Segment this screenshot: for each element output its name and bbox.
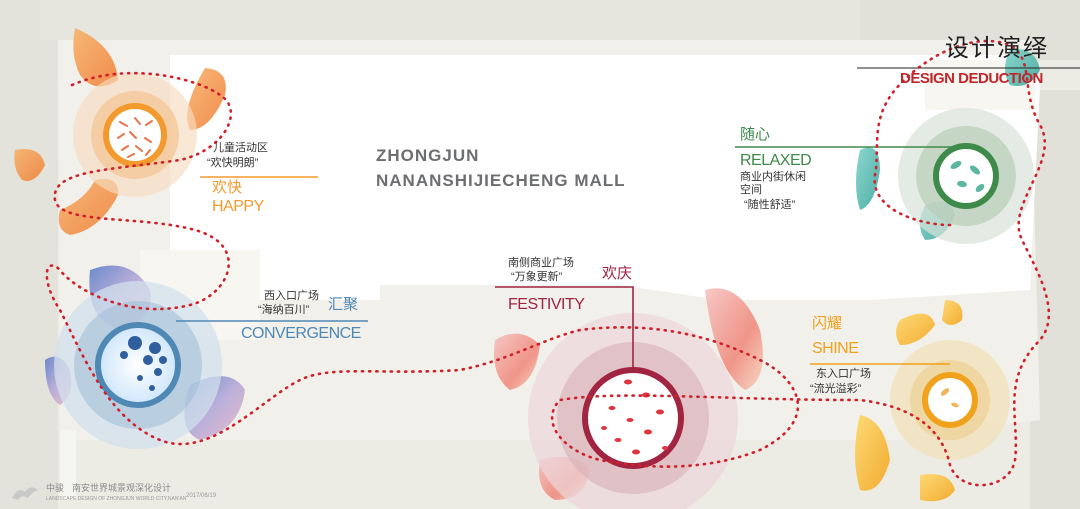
- convergence-blots: [120, 336, 167, 391]
- convergence-name-en: CONVERGENCE: [241, 325, 361, 342]
- footer-date: 2017/06/19: [186, 493, 217, 499]
- label-connectors: [176, 67, 1080, 370]
- design-route-dotted-path: [45, 39, 1051, 487]
- happy-name-cn: 欢快: [212, 179, 243, 196]
- mall-name-line-1: ZHONGJUN: [376, 146, 480, 165]
- relaxed-desc-line-2: 空间: [740, 184, 762, 196]
- festivity-petals: [601, 379, 668, 455]
- footer-project-en: LANDSCAPE DESIGN OF ZHONGJUN WORLD CITY,…: [46, 496, 187, 502]
- shine-glints: [940, 388, 959, 408]
- festivity-desc-line-2: “万象更新”: [511, 271, 563, 283]
- relaxed-desc-line-1: 商业内街休闲: [740, 171, 806, 183]
- mall-building: [170, 55, 1040, 300]
- festivity-name-cn: 欢庆: [602, 265, 633, 282]
- convergence-desc-line-1: 西入口广场: [264, 290, 319, 302]
- relaxed-name-cn: 随心: [740, 126, 771, 143]
- happy-desc-line-1: 儿童活动区: [213, 142, 268, 154]
- convergence-node: [54, 281, 222, 449]
- shine-name-en: SHINE: [812, 340, 859, 357]
- convergence-desc-line-2: “海纳百川”: [258, 304, 310, 316]
- footer-project: 南安世界城景观深化设计: [72, 483, 172, 493]
- convergence-name-cn: 汇聚: [328, 296, 359, 313]
- page-title-en: DESIGN DEDUCTION: [900, 70, 1043, 87]
- happy-sprinkles: [117, 117, 153, 158]
- festivity-desc-line-1: 南侧商业广场: [508, 257, 574, 269]
- shine-desc-line-1: 东入口广场: [816, 368, 871, 380]
- happy-desc-line-2: “欢快明朗”: [207, 157, 259, 169]
- relaxed-node: [898, 108, 1034, 244]
- shine-desc-line-2: “流光溢彩”: [810, 383, 862, 395]
- page-title-cn: 设计演绎: [945, 34, 1049, 62]
- happy-node: [73, 73, 197, 197]
- festivity-name-en: FESTIVITY: [508, 296, 585, 313]
- relaxed-desc-line-3: “随性舒适”: [744, 199, 796, 211]
- happy-name-en: HAPPY: [212, 198, 264, 215]
- mall-name-line-2: NANANSHIJIECHENG MALL: [376, 171, 626, 190]
- relaxed-leaves: [950, 161, 985, 192]
- festivity-node: [528, 313, 738, 509]
- shine-name-cn: 闪耀: [812, 315, 843, 332]
- company-logo-icon: [12, 487, 38, 500]
- footer-company: 中骏: [46, 483, 65, 493]
- relaxed-name-en: RELAXED: [740, 152, 812, 169]
- shine-node: [890, 340, 1010, 460]
